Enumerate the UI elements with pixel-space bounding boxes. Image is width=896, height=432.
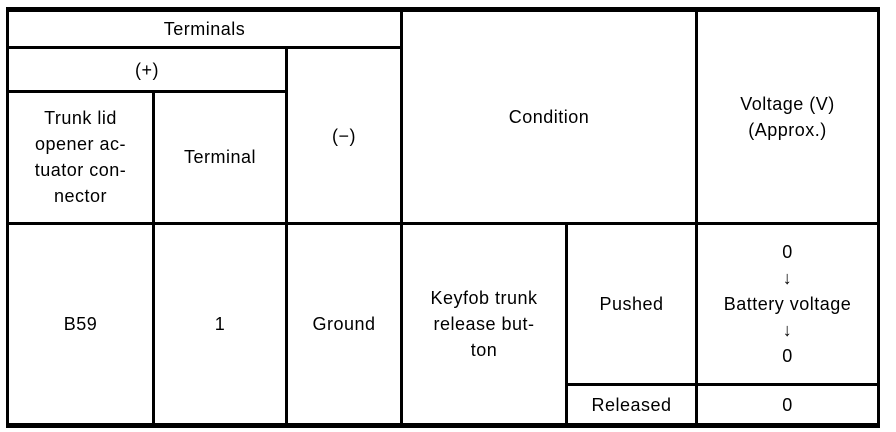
voltage-pushed-cell: 0 ↓ Battery voltage ↓ 0 [695, 221, 880, 387]
terminal-voltage-table: Terminals Condition Voltage (V) (Approx.… [6, 7, 880, 428]
voltage-released-cell: 0 [695, 383, 880, 427]
minus-header-cell: (−) [285, 46, 403, 225]
condition-state-released-cell: Released [565, 383, 698, 427]
terminal-column-header-cell: Terminal [152, 89, 288, 225]
condition-header-cell: Condition [400, 8, 698, 225]
condition-state-pushed-cell: Pushed [565, 221, 698, 387]
plus-header-cell: (+) [6, 46, 288, 93]
terminals-header-cell: Terminals [6, 7, 403, 50]
connector-value-cell: B59 [6, 221, 155, 428]
condition-value-cell: Keyfob trunk release but- ton [400, 221, 568, 428]
minus-value-cell: Ground [285, 221, 403, 428]
terminal-value-cell: 1 [152, 221, 288, 428]
connector-column-header-cell: Trunk lid opener ac- tuator con- nector [6, 89, 155, 225]
voltage-header-cell: Voltage (V) (Approx.) [695, 8, 880, 225]
